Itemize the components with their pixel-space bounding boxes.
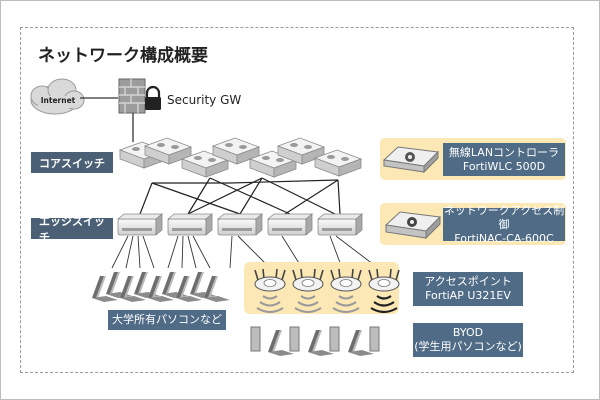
wifi-signal-active	[370, 295, 398, 314]
byod-devices	[250, 326, 380, 356]
university-laptops	[92, 272, 230, 302]
tablet-icon	[289, 326, 300, 352]
tablet-icon	[329, 326, 340, 352]
lock-icon	[145, 85, 161, 110]
diagram-border	[20, 27, 574, 373]
ap-label-line2: FortiAP U321EV	[425, 289, 511, 302]
tablet-icon	[369, 326, 380, 352]
wlc-label-line1: 無線LANコントローラ	[448, 145, 560, 159]
laptop-icon	[204, 276, 230, 302]
cloud-icon	[30, 78, 85, 115]
nac-label-line2: FortiNAC-CA-600C	[454, 231, 554, 245]
core-switch-label: コアスイッチ	[31, 152, 113, 173]
university-pcs-label: 大学所有パソコンなど	[108, 310, 226, 330]
wlc-label-line2: FortiWLC 500D	[462, 159, 546, 173]
core-edge-mesh	[139, 177, 341, 215]
byod-label-line1: BYOD	[452, 326, 484, 339]
ap-label-line1: アクセスポイント	[424, 275, 512, 288]
firewall-icon	[118, 78, 146, 114]
internet-label: Internet	[41, 96, 76, 105]
byod-label: BYOD (学生用パソコンなど)	[413, 323, 523, 357]
nac-label-line1: ネットワークアクセス制御	[443, 203, 565, 231]
ap-label: アクセスポイント FortiAP U321EV	[413, 272, 523, 306]
university-pcs-label-text: 大学所有パソコンなど	[112, 313, 222, 326]
core-switch-cluster	[119, 137, 362, 178]
tablet-icon	[250, 326, 261, 352]
edge-switch	[267, 213, 313, 236]
edge-switch	[217, 213, 263, 236]
edge-switch	[317, 213, 363, 236]
edge-switch-label: エッジスイッチ	[31, 215, 113, 244]
controller-appliance-icon	[382, 146, 440, 174]
nac-appliance-icon	[384, 211, 442, 240]
security-gw-label: Security GW	[167, 93, 242, 107]
wifi-signals	[256, 295, 360, 313]
edge-switch	[117, 213, 163, 236]
wlc-label: 無線LANコントローラ FortiWLC 500D	[443, 143, 565, 176]
byod-label-line2: (学生用パソコンなど)	[414, 340, 522, 353]
edge-switch-row	[117, 213, 363, 236]
edge-switch	[167, 213, 213, 236]
page-title: ネットワーク構成概要	[38, 46, 208, 66]
nac-label: ネットワークアクセス制御 FortiNAC-CA-600C	[443, 204, 565, 245]
